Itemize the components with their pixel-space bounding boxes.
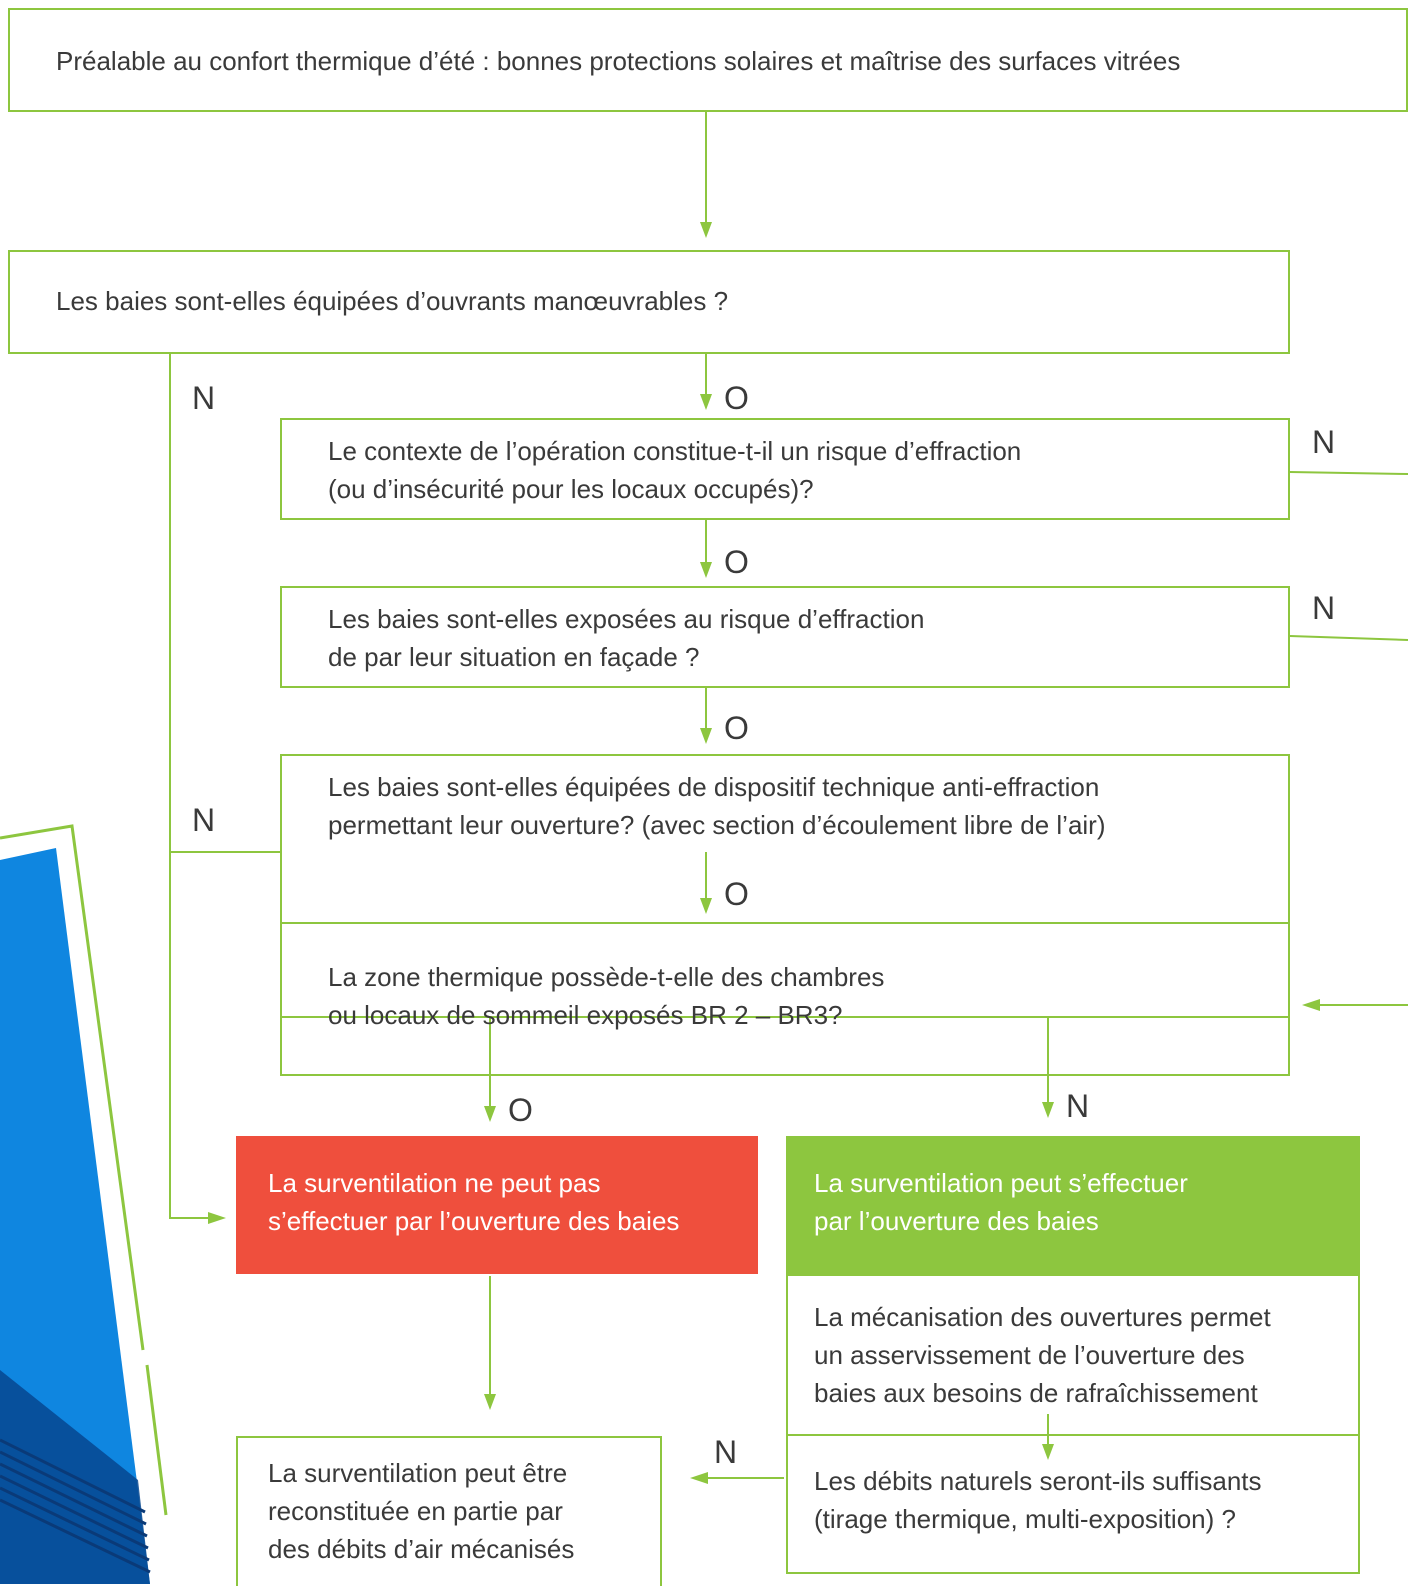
question-openings-box: Les baies sont-elles équipées d’ouvrants… [8,250,1290,354]
arrow-head [700,898,712,914]
arrow-head [1042,1102,1054,1118]
label-openings-no: N [192,380,216,416]
prerequisite-box: Préalable au confort thermique d’été : b… [8,8,1408,112]
arrow-head [208,1212,226,1224]
arrow-head [700,394,712,410]
question-device-line-2: permettant leur ouverture? (avec section… [328,810,1106,840]
question-openings-text: Les baies sont-elles équipées d’ouvrants… [56,286,729,316]
result-no-line-1: La surventilation ne peut pas [268,1168,601,1198]
result-no-surventilation-box: La surventilation ne peut pas s’effectue… [236,1136,758,1274]
line-exposed-no-exit [1289,635,1408,641]
question-bedrooms-box-bottom [280,1016,1290,1076]
label-device-no: N [192,802,216,838]
result-yes-line-1: La surventilation peut s’effectuer [814,1168,1188,1198]
question-context-box: Le contexte de l’opération constitue-t-i… [280,418,1290,520]
arrow-head [1042,1444,1054,1460]
result-yes-surventilation-box: La surventilation peut s’effectuer par l… [786,1136,1360,1276]
question-exposed-box: Les baies sont-elles exposées au risque … [280,586,1290,688]
question-natural-flow-line-2: (tirage thermique, multi-exposition) ? [814,1504,1236,1534]
result-yes-line-2: par l’ouverture des baies [814,1206,1099,1236]
label-device-yes: O [724,876,749,912]
decor-outline-lower [145,1364,168,1516]
question-context-line-2: (ou d’insécurité pour les locaux occupés… [328,474,814,504]
decorative-building-graphic [0,824,168,1584]
label-bedrooms-yes: O [508,1092,533,1128]
decor-outline [0,824,145,1351]
line-context-no-exit [1289,471,1408,475]
line-openings-no-to-result [169,352,208,1219]
decor-stripes [0,1438,151,1574]
question-bedrooms-line-1: La zone thermique possède-t-elle des cha… [328,962,885,992]
mechanical-flow-line-3: des débits d’air mécanisés [268,1534,575,1564]
question-exposed-line-1: Les baies sont-elles exposées au risque … [328,604,925,634]
question-bedrooms-box: La zone thermique possède-t-elle des cha… [280,922,1290,1030]
arrow-head [700,728,712,744]
mechanisation-line-1: La mécanisation des ouvertures permet [814,1302,1271,1332]
label-exposed-no: N [1312,590,1336,626]
question-context-line-1: Le contexte de l’opération constitue-t-i… [328,436,1022,466]
connector-lines [169,112,1408,1479]
arrow-head [484,1394,496,1410]
arrow-head [690,1472,708,1484]
question-exposed-line-2: de par leur situation en façade ? [328,642,700,672]
label-bedrooms-no: N [1066,1088,1090,1124]
question-bedrooms-line-2: ou locaux de sommeil exposés BR 2 – BR3? [328,1000,843,1030]
question-device-box: Les baies sont-elles équipées de disposi… [280,754,1290,924]
mechanical-flow-box: La surventilation peut être reconstituée… [236,1436,662,1586]
mechanical-flow-line-1: La surventilation peut être [268,1458,568,1488]
label-openings-yes: O [724,380,749,416]
prerequisite-text: Préalable au confort thermique d’été : b… [56,46,1181,76]
question-natural-flow-box: Les débits naturels seront-ils suffisant… [786,1434,1360,1574]
mechanical-flow-line-2: reconstituée en partie par [268,1496,563,1526]
arrow-head [484,1106,496,1122]
mechanisation-line-3: baies aux besoins de rafraîchissement [814,1378,1258,1408]
arrow-heads [208,222,1320,1484]
arrow-head [700,222,712,238]
question-device-line-1: Les baies sont-elles équipées de disposi… [328,772,1100,802]
arrow-head [1302,999,1320,1011]
label-exposed-yes: O [724,710,749,746]
label-context-no: N [1312,424,1336,460]
label-natural-flow-no: N [714,1434,738,1470]
result-no-line-2: s’effectuer par l’ouverture des baies [268,1206,680,1236]
question-natural-flow-line-1: Les débits naturels seront-ils suffisant… [814,1466,1262,1496]
mechanisation-box: La mécanisation des ouvertures permet un… [786,1274,1360,1436]
arrow-head [700,562,712,578]
mechanisation-line-2: un asservissement de l’ouverture des [814,1340,1245,1370]
label-context-yes: O [724,544,749,580]
